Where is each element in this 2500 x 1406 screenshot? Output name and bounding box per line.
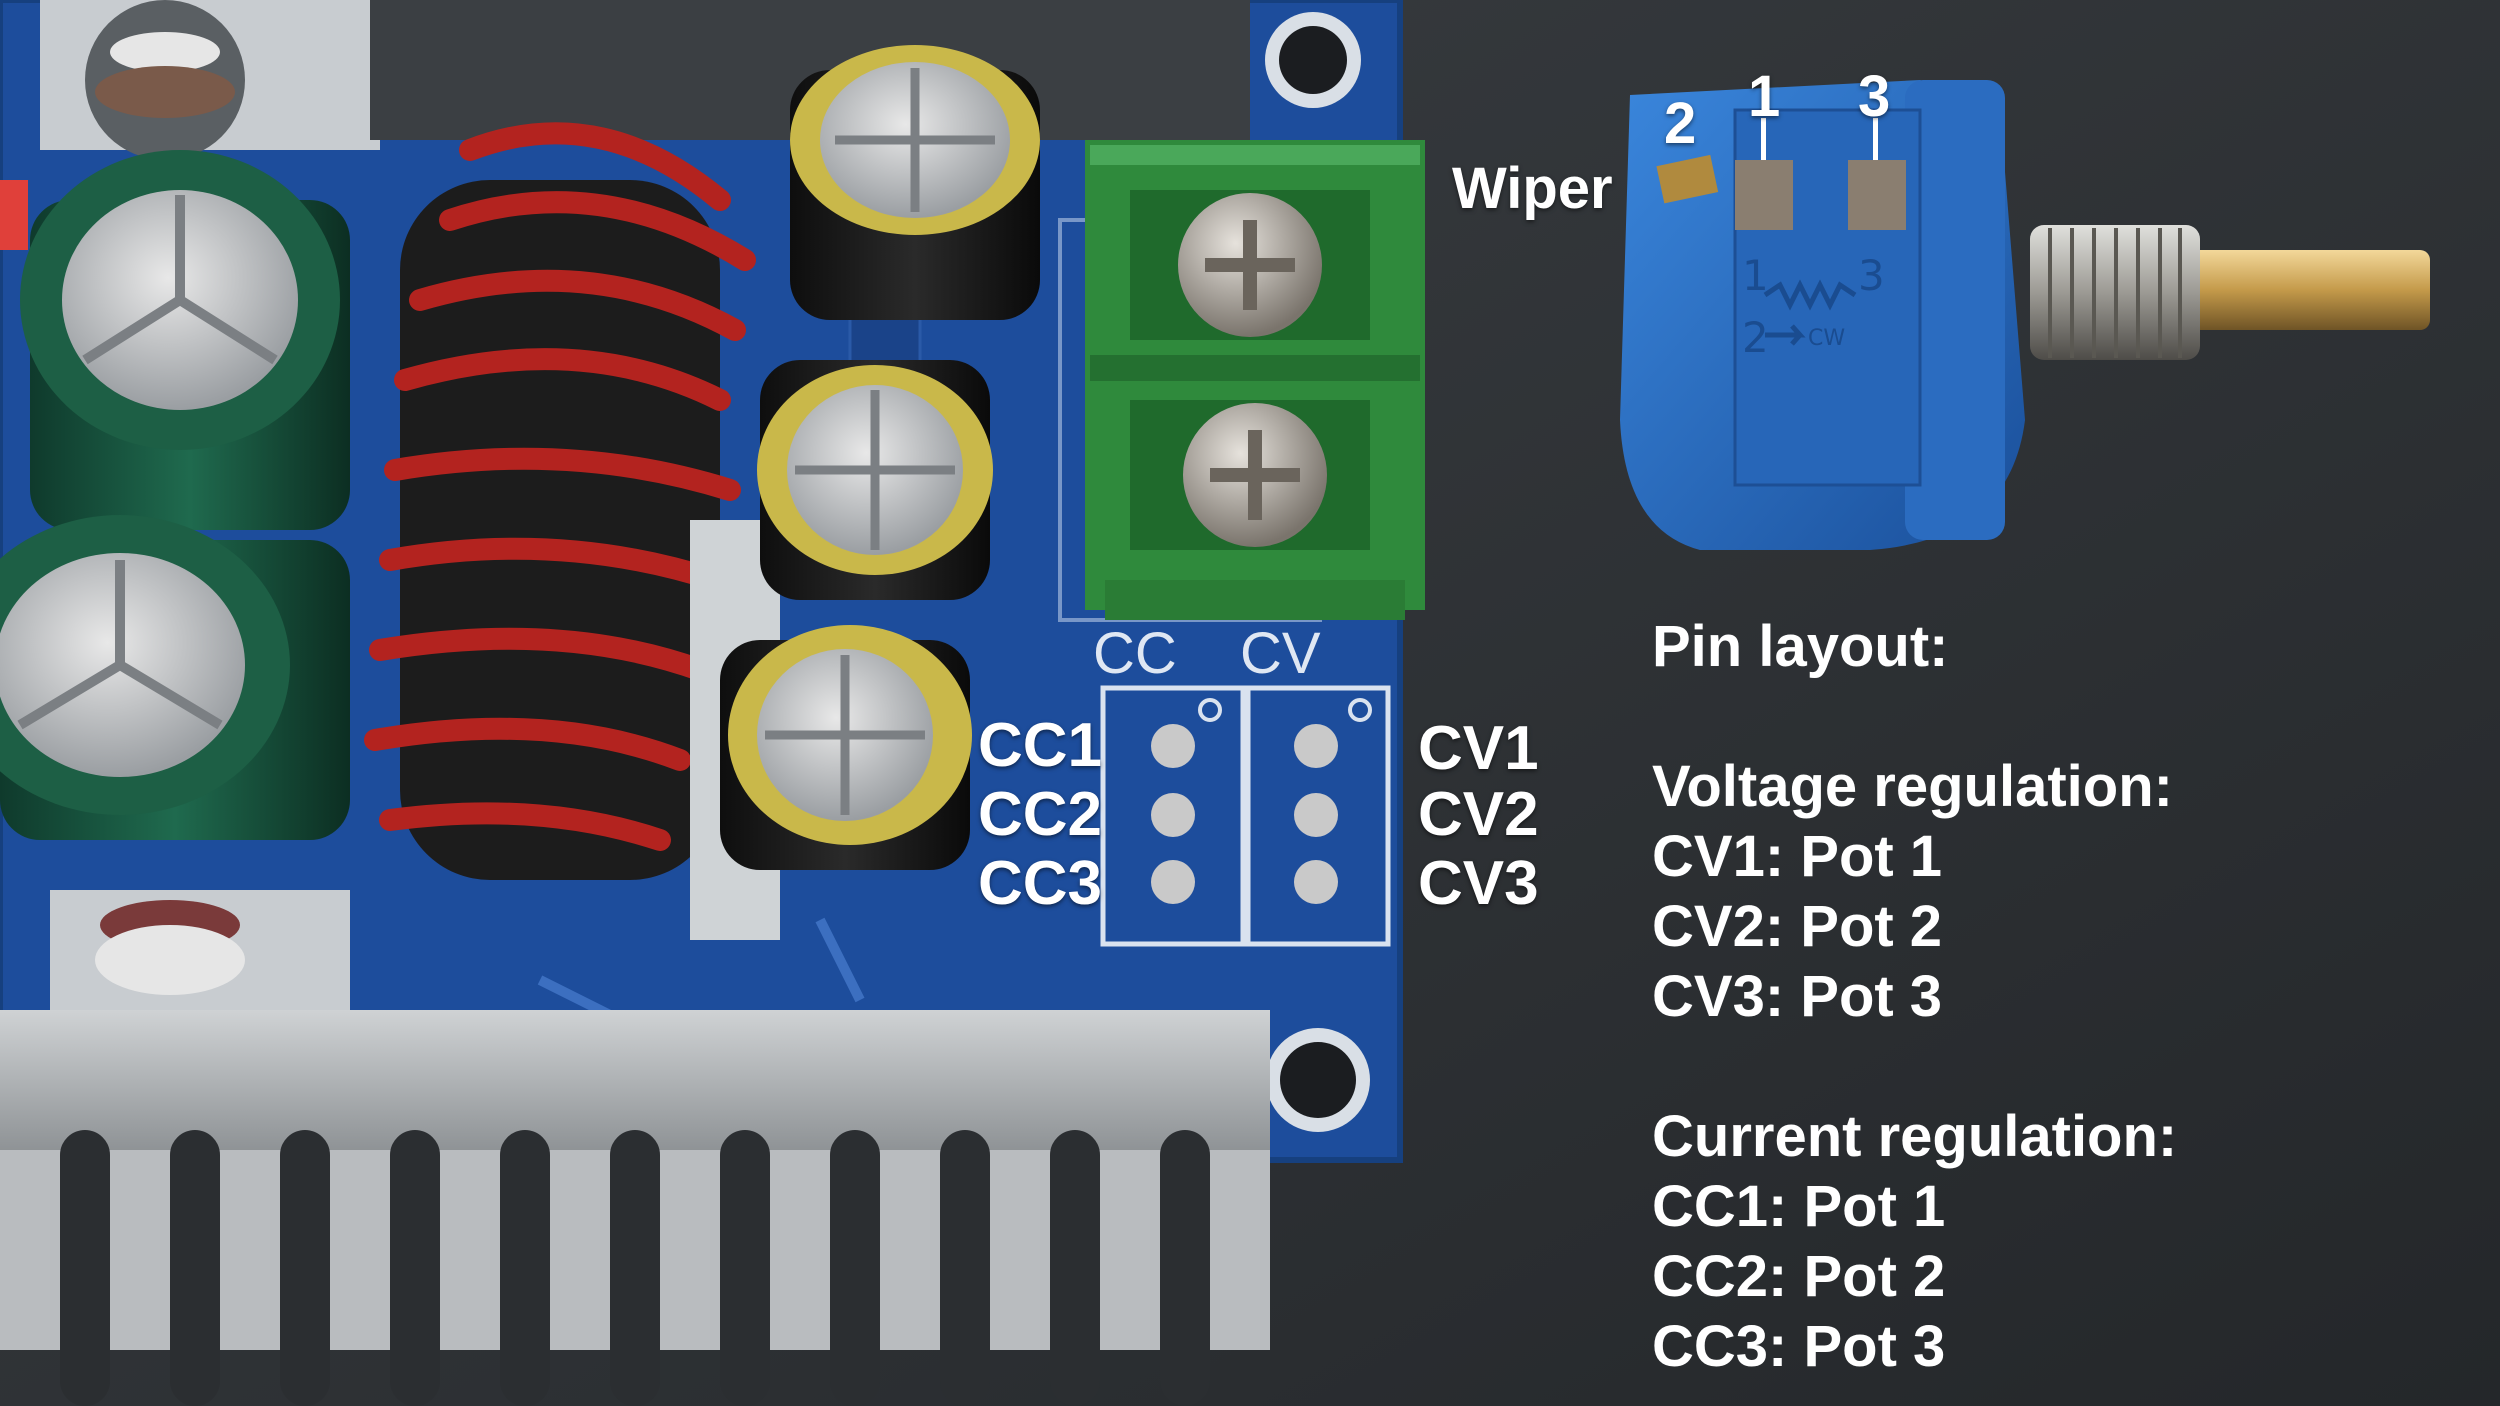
cv1-label: CV1 [1418, 714, 1539, 783]
cc-header-box [1100, 685, 1246, 947]
cv-pin-pad [1294, 860, 1338, 904]
pot-terminal-3 [1848, 160, 1906, 230]
screw-terminal [1085, 140, 1425, 620]
pot-marking-3: 3 [1858, 251, 1885, 300]
current-line-cc3: CC3: Pot 3 [1652, 1314, 1946, 1379]
cv-header-box [1245, 685, 1391, 947]
cc1-label: CC1 [978, 711, 1103, 780]
legend-spacer [1652, 1032, 2452, 1102]
cc-pin-pad [1151, 860, 1195, 904]
black-capacitor [720, 625, 972, 870]
cv-silkscreen-label: CV [1240, 621, 1321, 686]
voltage-line-cv1: CV1: Pot 1 [1652, 824, 1943, 889]
cv3-label: CV3 [1418, 849, 1539, 918]
black-capacitor [790, 45, 1040, 320]
pot-marking-1: 1 [1742, 251, 1769, 300]
cc3-label: CC3 [978, 849, 1103, 918]
pot-wiper-terminal [1656, 154, 1719, 204]
cc2-label: CC2 [978, 780, 1103, 849]
current-line-cc1: CC1: Pot 1 [1652, 1174, 1946, 1239]
voltage-regulation-title: Voltage regulation: [1652, 754, 2173, 819]
green-capacitor [20, 150, 350, 530]
red-led [0, 180, 28, 250]
current-line-cc2: CC2: Pot 2 [1652, 1244, 1946, 1309]
cv-pin-pad [1294, 724, 1338, 768]
bottom-heatsink [0, 1010, 1270, 1406]
pot-terminal-1 [1735, 160, 1793, 230]
pot-pin-1-label: 1 [1748, 64, 1781, 129]
top-heatsink [40, 0, 1250, 160]
bottom-transistor [50, 890, 350, 1020]
pot-marking-2: 2 [1742, 313, 1769, 362]
legend-spacer [1652, 682, 2452, 752]
cc-pin-pad [1151, 793, 1195, 837]
cv2-label: CV2 [1418, 780, 1539, 849]
black-capacitor [757, 360, 993, 600]
cc-pin-pad [1151, 724, 1195, 768]
pot-pin-2-label: 2 [1664, 91, 1697, 156]
voltage-line-cv2: CV2: Pot 2 [1652, 894, 1943, 959]
pot-shaft [2180, 250, 2430, 330]
potentiometer: 1 3 2 CW [1620, 80, 2430, 550]
current-regulation-title: Current regulation: [1652, 1104, 2178, 1169]
pin-layout-title: Pin layout: [1652, 614, 1949, 679]
inductor [364, 122, 780, 940]
voltage-line-cv3: CV3: Pot 3 [1652, 964, 1943, 1029]
cc-silkscreen-label: CC [1093, 621, 1177, 686]
pin-layout-legend: Pin layout: Voltage regulation: CV1: Pot… [1652, 612, 2452, 1382]
pot-pin-3-label: 3 [1858, 64, 1891, 129]
wiper-label: Wiper [1452, 156, 1613, 221]
green-capacitor [0, 515, 350, 840]
pot-marking-cw: CW [1808, 326, 1845, 351]
cv-pin-pad [1294, 793, 1338, 837]
